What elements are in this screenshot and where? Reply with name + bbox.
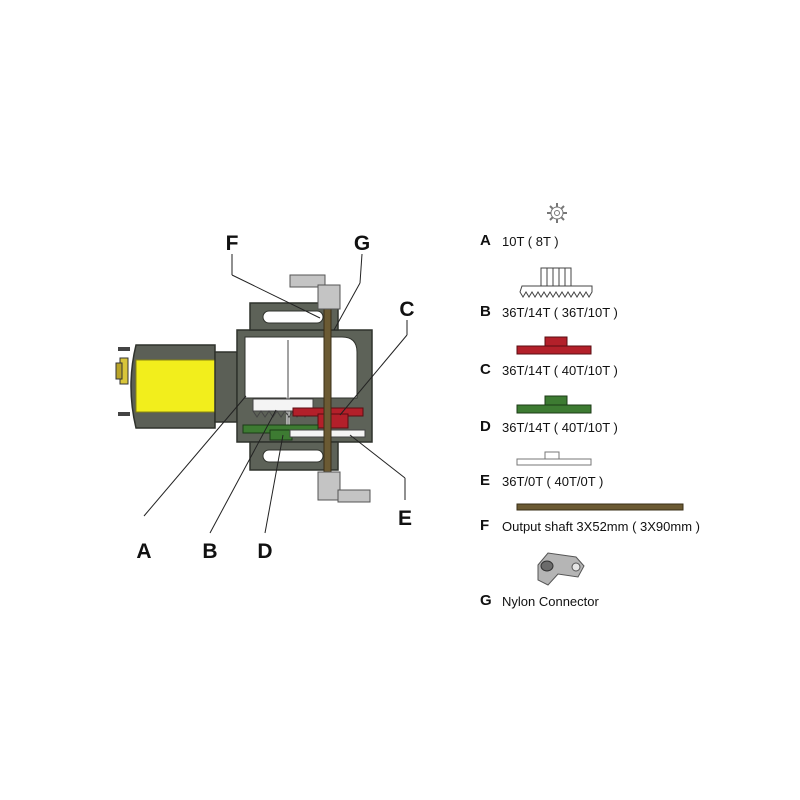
legend-label: Nylon Connector (502, 594, 599, 609)
legend-letter: B (480, 303, 491, 320)
legend-label: 36T/14T ( 40T/10T ) (502, 363, 618, 378)
small-gear-icon (547, 203, 567, 223)
callout-d: D (257, 540, 272, 563)
output-shaft (323, 289, 332, 501)
nylon-connector-top (289, 274, 341, 310)
green-compound-gear-icon (516, 395, 592, 414)
legend-letter: G (480, 592, 492, 609)
legend-label: 36T/0T ( 40T/0T ) (502, 474, 604, 489)
white-compound-gear-icon (519, 267, 593, 298)
legend-label: 36T/14T ( 40T/10T ) (502, 420, 618, 435)
callout-c: C (399, 298, 414, 321)
callout-g: G (354, 232, 370, 255)
callout-f: F (226, 232, 239, 255)
output-shaft-icon (516, 503, 684, 511)
legend-letter: D (480, 418, 491, 435)
red-compound-gear-icon (516, 336, 592, 355)
legend-label: 10T ( 8T ) (502, 234, 559, 249)
leader-lines (143, 253, 408, 534)
legend-letter: C (480, 361, 491, 378)
legend-letter: F (480, 517, 490, 534)
legend-letter: A (480, 232, 491, 249)
legend-letter: E (480, 472, 491, 489)
nylon-connector-icon (537, 552, 585, 586)
legend-label: 36T/14T ( 36T/10T ) (502, 305, 618, 320)
callout-e: E (398, 507, 412, 530)
motor (115, 344, 256, 429)
callout-b: B (202, 540, 217, 563)
legend-label: Output shaft 3X52mm ( 3X90mm ) (502, 519, 700, 534)
callout-a: A (136, 540, 151, 563)
nylon-connector-bottom (317, 471, 371, 503)
gearbox-assembly: A B C D E F G (115, 232, 415, 563)
white-flat-gear-icon (516, 451, 592, 466)
